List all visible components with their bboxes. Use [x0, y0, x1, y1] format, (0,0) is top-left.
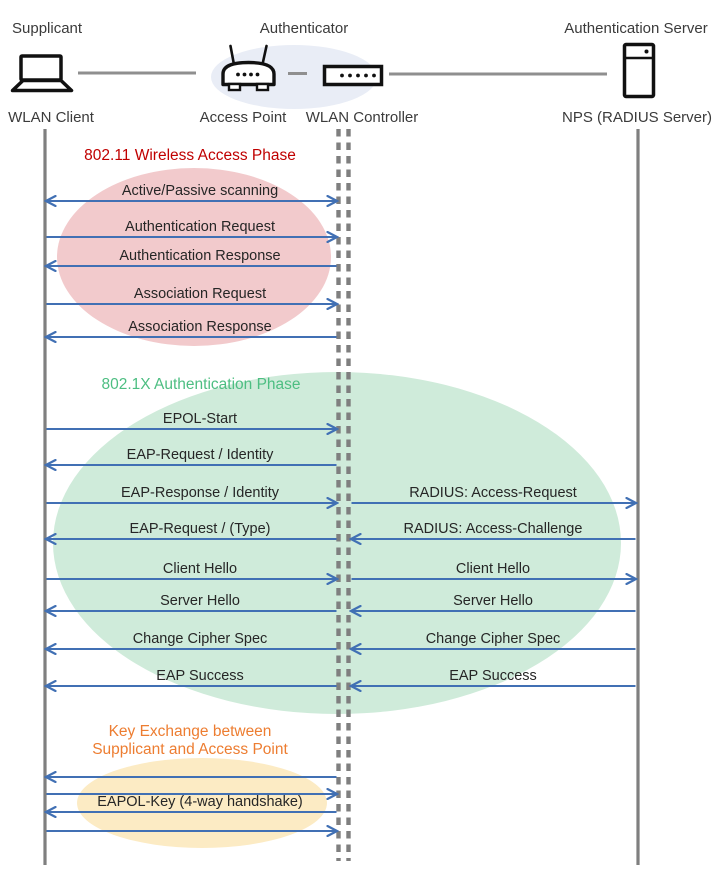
role-label-3: Authentication Server: [564, 20, 707, 37]
message-label: Authentication Request: [125, 219, 275, 235]
message-label: Active/Passive scanning: [122, 183, 278, 199]
message-label: EAP-Request / (Type): [129, 521, 270, 537]
device-label-2: Access Point: [200, 109, 288, 126]
device-label-4: NPS (RADIUS Server): [562, 109, 712, 126]
device-label-1: WLAN Client: [8, 109, 95, 126]
laptop-icon: [10, 54, 74, 93]
phase-2-title: 802.1X Authentication Phase: [101, 376, 300, 393]
message-label: EAP-Request / Identity: [127, 447, 274, 463]
phase-1-ellipse: [57, 168, 331, 346]
message-label: Association Request: [134, 286, 266, 302]
message-label: Server Hello: [453, 593, 533, 609]
phase-3-ellipse: [77, 758, 327, 848]
message-label: EAPOL-Key (4-way handshake): [97, 794, 303, 810]
message-label: RADIUS: Access-Request: [409, 485, 577, 501]
phase-3-title-line-2: Supplicant and Access Point: [92, 741, 288, 758]
message-label: EPOL-Start: [163, 411, 237, 427]
message-label: EAP-Response / Identity: [121, 485, 280, 501]
access-point-icon: [221, 44, 276, 92]
message-label: Server Hello: [160, 593, 240, 609]
role-label-2: Authenticator: [260, 20, 348, 37]
message-label: Client Hello: [456, 561, 530, 577]
message-label: EAP Success: [449, 668, 537, 684]
phase-2-ellipse: [53, 372, 621, 714]
message-label: Change Cipher Spec: [426, 631, 561, 647]
message-label: RADIUS: Access-Challenge: [404, 521, 583, 537]
message-label: Change Cipher Spec: [133, 631, 268, 647]
message-label: Association Response: [128, 319, 271, 335]
message-label: Client Hello: [163, 561, 237, 577]
wlan-controller-icon: [322, 64, 384, 87]
message-label: Authentication Response: [119, 248, 280, 264]
server-icon: [622, 42, 656, 99]
phase-1-title: 802.11 Wireless Access Phase: [84, 147, 296, 164]
message-label: EAP Success: [156, 668, 244, 684]
phase-3-title-line-1: Key Exchange between: [109, 723, 272, 740]
role-label-1: Supplicant: [12, 20, 83, 37]
device-label-3: WLAN Controller: [306, 109, 419, 126]
